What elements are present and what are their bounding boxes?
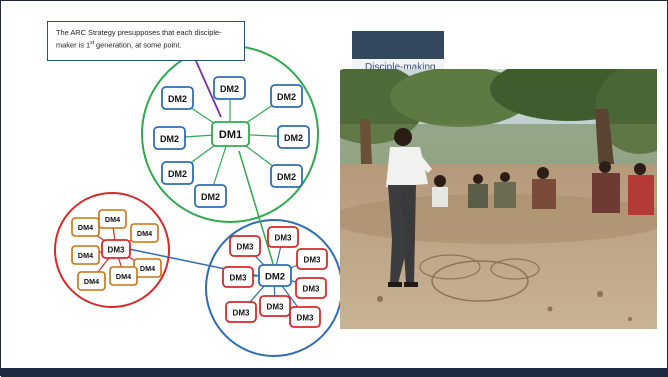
- svg-text:DM4: DM4: [78, 251, 93, 260]
- node-dm3: DM3: [267, 226, 299, 248]
- svg-text:DM3: DM3: [267, 303, 284, 312]
- svg-text:DM2: DM2: [265, 272, 285, 283]
- svg-text:DM3: DM3: [275, 234, 292, 243]
- node-dm3: DM3: [225, 301, 257, 323]
- node-dm3: DM3: [296, 248, 328, 270]
- node-dm2: DM2: [270, 164, 303, 188]
- svg-text:DM2: DM2: [201, 192, 220, 202]
- node-dm2: DM2: [213, 76, 246, 100]
- node-dm4: DM4: [77, 271, 106, 291]
- node-dm4: DM4: [98, 209, 127, 229]
- callout-text-box: The ARC Strategy presupposes that each d…: [47, 21, 245, 61]
- callout-line-1: The ARC Strategy presupposes that each d…: [56, 28, 222, 37]
- svg-text:DM2: DM2: [160, 134, 179, 144]
- node-dm4: DM4: [71, 245, 100, 265]
- svg-text:DM3: DM3: [237, 243, 254, 252]
- node-dm2: DM2: [161, 161, 194, 185]
- node-dm4: DM4: [133, 258, 162, 278]
- svg-text:DM4: DM4: [78, 223, 93, 232]
- node-dm3: DM3: [229, 235, 261, 257]
- node-dm2: DM2: [194, 184, 227, 208]
- title-card-label: Disciple-making: [365, 62, 436, 73]
- node-dm3: DM3: [222, 266, 254, 288]
- svg-text:DM2: DM2: [220, 84, 239, 94]
- node-dm3: DM3: [259, 295, 291, 317]
- svg-text:DM4: DM4: [84, 277, 99, 286]
- svg-text:DM2: DM2: [168, 94, 187, 104]
- node-dm3: DM3: [289, 306, 321, 328]
- svg-text:DM2: DM2: [168, 169, 187, 179]
- node-dm2-center: DM2: [258, 264, 292, 287]
- node-dm4: DM4: [71, 217, 100, 237]
- svg-text:DM3: DM3: [108, 246, 125, 255]
- callout-pointer-line: [195, 60, 222, 118]
- node-dm2: DM2: [153, 126, 186, 150]
- svg-text:DM2: DM2: [284, 133, 303, 143]
- connector-dm1-to-dm2: [238, 150, 275, 268]
- svg-text:DM4: DM4: [116, 272, 131, 281]
- svg-text:DM4: DM4: [105, 215, 120, 224]
- slide-bottom-bar: [1, 368, 668, 377]
- svg-text:DM3: DM3: [297, 314, 314, 323]
- callout-line-2-end: generation, at some point.: [93, 40, 182, 50]
- node-dm1: DM1: [211, 121, 250, 147]
- node-dm4: DM4: [109, 266, 138, 286]
- svg-text:DM2: DM2: [277, 92, 296, 102]
- svg-text:DM1: DM1: [219, 129, 242, 141]
- node-dm2: DM2: [161, 86, 194, 110]
- node-dm2: DM2: [277, 125, 310, 149]
- partial-title-card: Disciple-making: [352, 31, 444, 75]
- node-dm2: DM2: [270, 84, 303, 108]
- node-dm3: DM3: [295, 277, 327, 299]
- svg-text:DM2: DM2: [277, 172, 296, 182]
- red-circle-dm3-group: [54, 192, 170, 308]
- svg-text:DM3: DM3: [304, 256, 321, 265]
- title-card-header-bar: [352, 31, 444, 59]
- node-dm3-center: DM3: [101, 239, 131, 259]
- svg-text:DM3: DM3: [230, 274, 247, 283]
- svg-text:DM3: DM3: [233, 309, 250, 318]
- svg-text:DM4: DM4: [137, 229, 152, 238]
- photo-outdoor-gathering: [340, 69, 657, 329]
- svg-text:DM4: DM4: [140, 264, 155, 273]
- svg-text:DM3: DM3: [303, 285, 320, 294]
- callout-line-2-start: maker is 1: [56, 40, 91, 50]
- node-dm4: DM4: [130, 223, 159, 243]
- callout-superscript: st: [90, 40, 94, 46]
